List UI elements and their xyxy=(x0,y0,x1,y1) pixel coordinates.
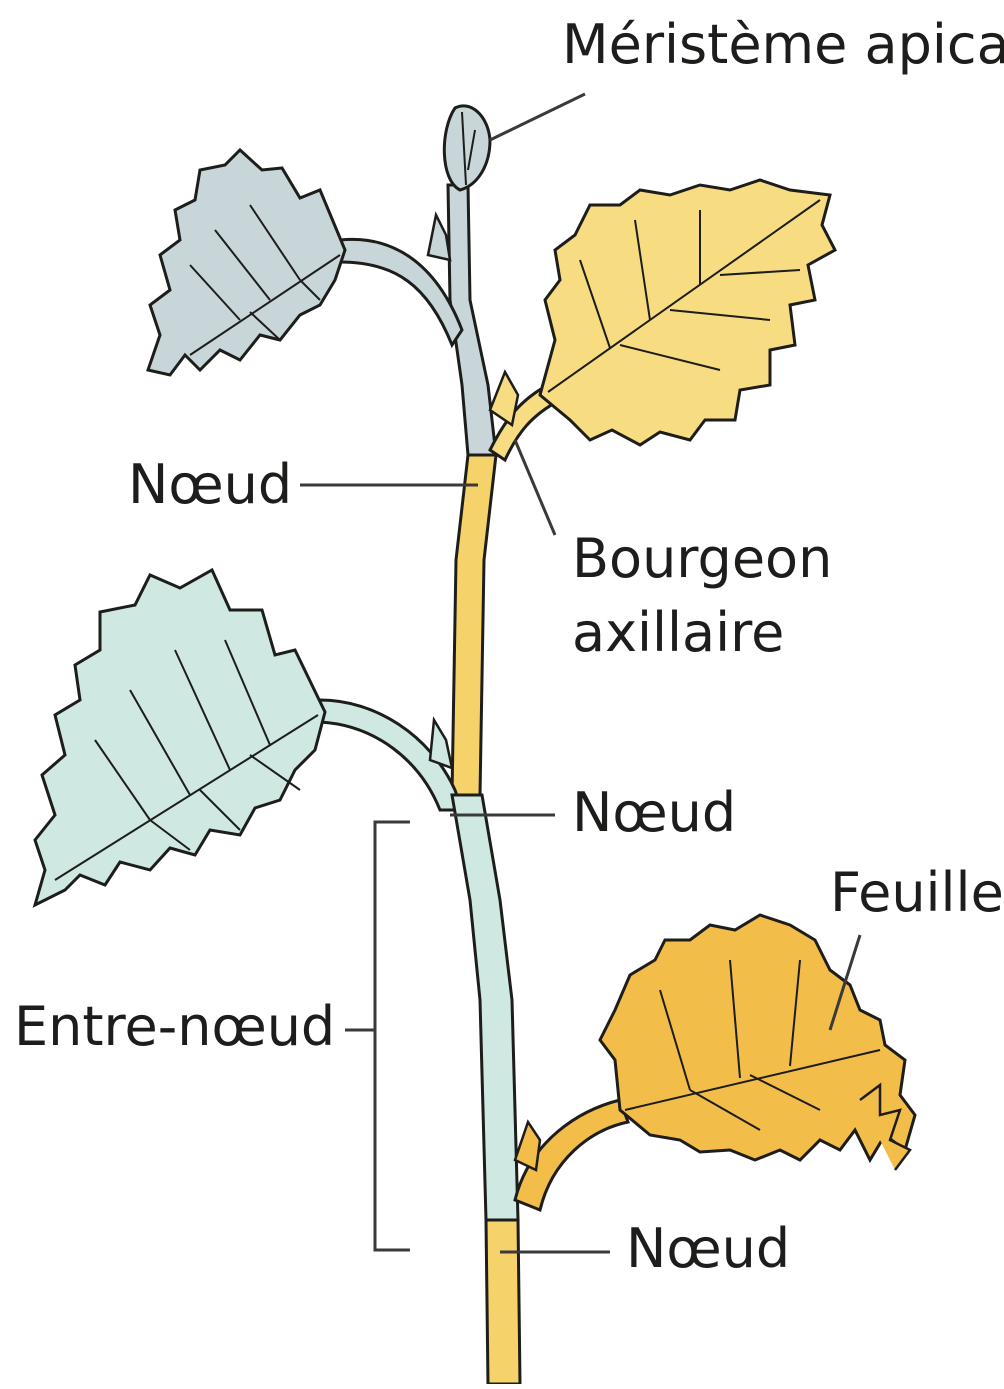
stem-middle-segment xyxy=(452,455,496,795)
apical-meristem-bud xyxy=(444,106,490,190)
internode-bracket xyxy=(345,822,410,1250)
label-axillary-bud-line1: Bourgeon xyxy=(572,532,832,586)
leader-apical-meristem xyxy=(490,94,585,140)
label-node-top: Nœud xyxy=(128,458,292,512)
stem-lower-segment xyxy=(452,795,518,1220)
label-node-middle: Nœud xyxy=(572,786,736,840)
leader-axillary-bud xyxy=(515,440,555,535)
label-internode: Entre-nœud xyxy=(14,1000,335,1054)
leaf-top-left xyxy=(148,150,345,375)
label-apical-meristem: Méristème apical xyxy=(562,18,1004,72)
label-leaf: Feuille xyxy=(830,866,1004,920)
label-axillary-bud-line2: axillaire xyxy=(572,606,784,660)
leaf-bottom-right xyxy=(600,915,915,1160)
stem-bottom-segment xyxy=(486,1220,520,1384)
label-node-bottom: Nœud xyxy=(626,1222,790,1276)
